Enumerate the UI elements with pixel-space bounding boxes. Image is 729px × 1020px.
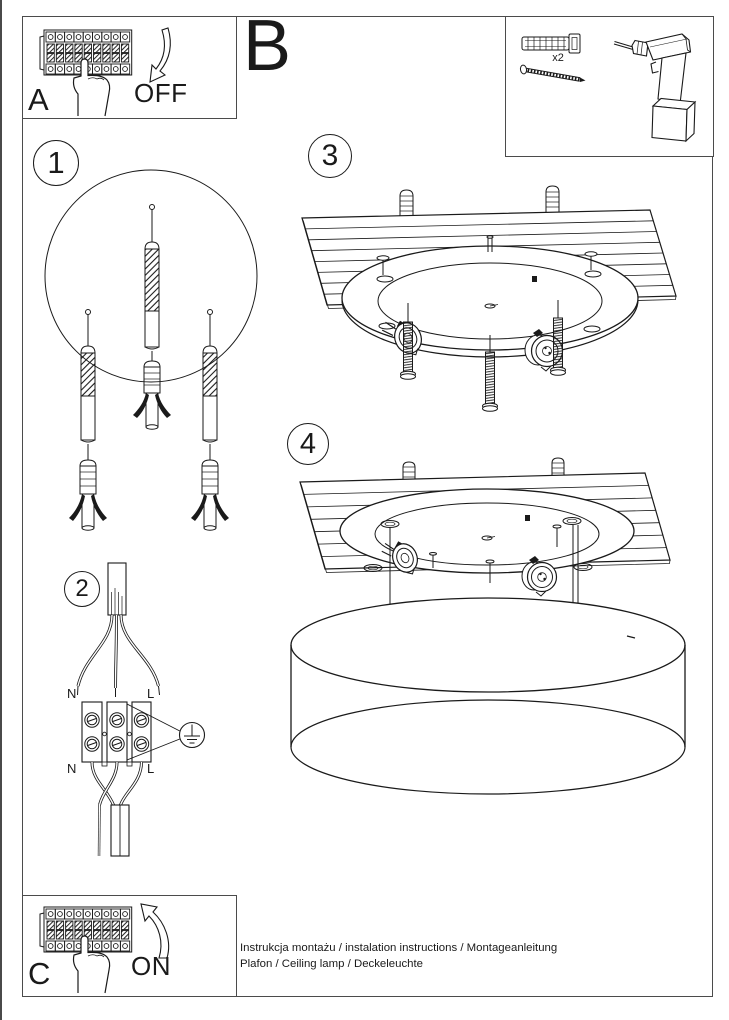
breaker-on-illustration (39, 903, 170, 994)
output-wires-drawing (90, 761, 143, 857)
ceiling-anchor-left (402, 461, 416, 483)
step-2-number: 2 (75, 575, 89, 602)
screw-anchor-center (133, 204, 171, 430)
step-3-badge: 3 (308, 134, 352, 178)
power-on-text: ON (131, 951, 171, 981)
step-4-badge: 4 (287, 423, 329, 465)
neutral-label-top: N (67, 686, 77, 701)
live-label-bottom: L (147, 761, 155, 776)
arrow-up-icon (140, 903, 170, 959)
step-1-number: 1 (47, 145, 65, 180)
screw-anchor-right (191, 309, 229, 531)
terminal-block-drawing (81, 701, 152, 767)
footer-line-2: Plafon / Ceiling lamp / Deckeleuchte (240, 958, 423, 970)
footer-text: Instrukcja montażu / instalation instruc… (240, 940, 710, 972)
shade-screw-lines (389, 525, 579, 608)
footer-line-1: Instrukcja montażu / instalation instruc… (240, 942, 558, 954)
screw-anchor-left (69, 309, 107, 531)
step2-illustration (76, 562, 206, 857)
ceiling-anchor-right (545, 185, 560, 214)
step-c-box (22, 895, 237, 997)
lampshade-drawing (290, 597, 686, 795)
mounting-screws (400, 300, 566, 412)
anchor-quantity: x2 (552, 52, 564, 64)
step3-illustration (301, 185, 677, 412)
page-edge-line (0, 0, 2, 1020)
ground-symbol-icon (178, 721, 206, 749)
hand-pressing-icon (72, 58, 111, 117)
drill-icon (613, 33, 697, 143)
hand-pressing-icon (72, 935, 111, 994)
screw-icon (519, 64, 586, 82)
step-c-label: C (28, 956, 51, 991)
breaker-off-illustration (39, 27, 171, 117)
lamp-socket-right (521, 556, 558, 597)
ceiling-anchor-left (399, 189, 414, 218)
parts-box (505, 16, 714, 157)
step-2-badge: 2 (64, 571, 100, 607)
step-1-badge: 1 (33, 140, 79, 186)
power-off-text: OFF (134, 78, 188, 108)
arrow-down-icon (149, 27, 171, 83)
step-4-number: 4 (299, 427, 317, 460)
step4-illustration (290, 457, 686, 795)
step-b-label: B (243, 6, 292, 86)
wall-plug-icon (521, 33, 581, 54)
parts-illustration (519, 33, 697, 143)
canopy-drawing (339, 488, 635, 583)
neutral-label-bottom: N (67, 761, 77, 776)
wires-drawing (76, 614, 160, 697)
magnifier-circle (44, 169, 258, 383)
step-3-number: 3 (321, 139, 339, 172)
step1-illustration (44, 169, 258, 531)
page-frame (22, 16, 713, 997)
step-a-label: A (28, 82, 49, 117)
ceiling-anchor-right (551, 457, 565, 479)
live-label-top: L (147, 686, 155, 701)
step-a-box (22, 16, 237, 119)
cable-sleeve-drawing (107, 562, 127, 616)
